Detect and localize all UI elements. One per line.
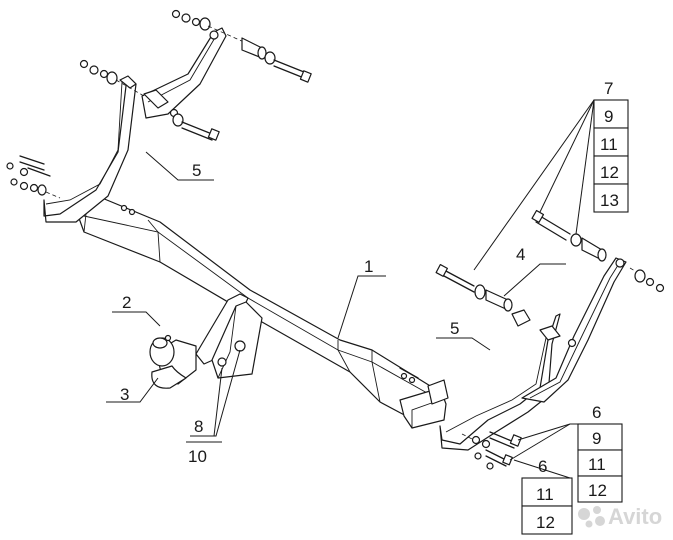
table-br-cell-1: 6 (592, 403, 601, 422)
table-top-cell-4: 12 (600, 163, 619, 182)
callout-5-right: 5 (450, 319, 459, 338)
fasteners-top-left (6, 9, 312, 216)
table-br-cell-3: 11 (588, 455, 606, 474)
callout-8: 8 (194, 417, 203, 436)
leader-lines (106, 99, 595, 461)
table-bottom-mid: 11 12 (521, 477, 573, 535)
table-br-cell-2: 9 (592, 429, 601, 448)
table-bm-cell-1: 11 (536, 485, 554, 504)
table-top-cell-5: 13 (600, 191, 619, 210)
crossbar-part-1 (75, 197, 449, 429)
table-br-cell-4: 12 (588, 481, 607, 500)
callout-3: 3 (120, 385, 129, 404)
callout-4: 4 (516, 245, 525, 264)
table-bm-cell-2: 12 (536, 513, 555, 532)
fasteners-right (399, 209, 665, 470)
watermark-dot-icon (578, 508, 590, 520)
watermark-text: Avito (608, 504, 662, 529)
callout-5-left: 5 (192, 161, 201, 180)
callout-2: 2 (122, 293, 131, 312)
table-top-cell-2: 9 (604, 107, 613, 126)
table-top-cell-3: 11 (600, 135, 618, 154)
avito-watermark: Avito (578, 504, 662, 529)
callout-labels: 1 2 3 4 5 5 8 10 6 (120, 161, 571, 479)
left-bracket-part-5 (43, 27, 227, 223)
callout-10: 10 (188, 447, 207, 466)
table-top-cell-1: 7 (604, 79, 613, 98)
callout-1: 1 (364, 257, 373, 276)
callout-6-mid: 6 (538, 457, 547, 476)
ball-mount-assembly (149, 293, 263, 389)
table-top-right: 7 9 11 12 13 (593, 79, 629, 213)
right-bracket-part-5 (439, 257, 627, 451)
table-bottom-right: 6 9 11 12 (570, 403, 623, 503)
